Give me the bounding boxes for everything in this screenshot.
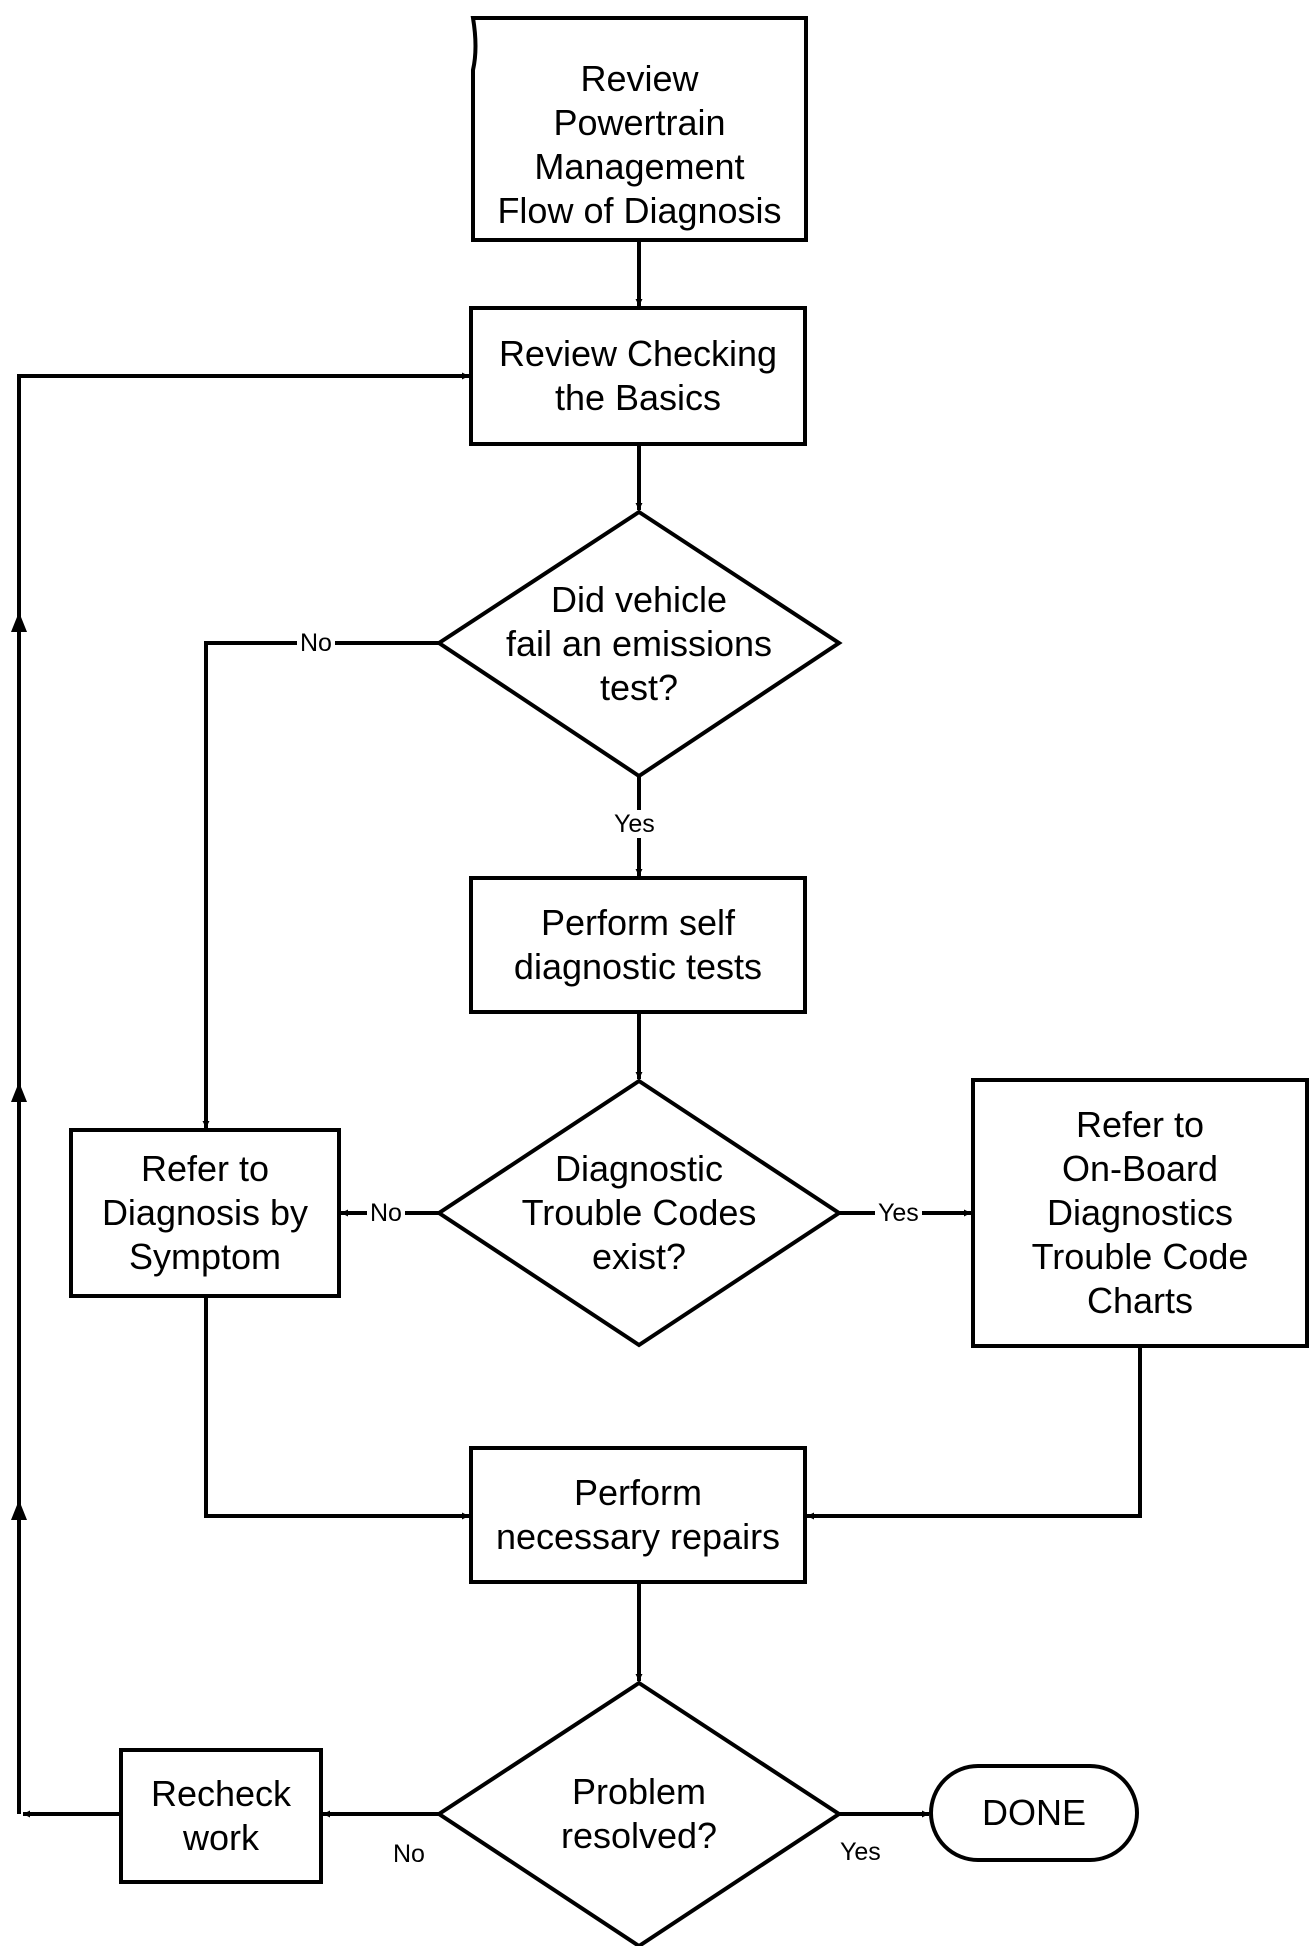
onboard-charts-label: Refer to On-Board Diagnostics Trouble Co…	[1031, 1104, 1249, 1321]
self-diagnostic-shape	[469, 876, 807, 1014]
codes-no-label: No	[367, 1199, 405, 1227]
loop-up-arrowheads	[11, 612, 27, 1520]
codes-yes-label: Yes	[875, 1199, 922, 1227]
done-shape	[929, 1764, 1139, 1862]
resolved-yes-label: Yes	[837, 1838, 884, 1866]
arrow-emissions-no	[202, 641, 439, 1128]
emissions-no-label: No	[297, 629, 335, 657]
problem-resolved-label: Problem resolved?	[560, 1771, 718, 1856]
codes-exist-label: Diagnostic Trouble Codes exist?	[521, 1148, 757, 1277]
done-label: DONE	[981, 1792, 1086, 1833]
review-flow-label: Review Powertrain Management Flow of Dia…	[497, 58, 782, 231]
emissions-test-label: Did vehicle fail an emissions test?	[505, 579, 773, 708]
recheck-shape	[119, 1748, 323, 1884]
self-diagnostic-label: Perform self diagnostic tests	[513, 902, 763, 987]
codes-exist-shape	[435, 1078, 843, 1348]
diagnosis-by-symptom-label: Refer to Diagnosis by Symptom	[101, 1148, 309, 1277]
problem-resolved-shape	[435, 1680, 843, 1946]
repairs-label: Perform necessary repairs	[495, 1472, 781, 1557]
checking-basics-label: Review Checking the Basics	[498, 333, 778, 418]
arrow-charts-to-repairs	[807, 1346, 1142, 1520]
arrow-symptom-to-repairs	[204, 1296, 469, 1520]
resolved-no-label: No	[390, 1840, 428, 1868]
recheck-label: Recheck work	[150, 1773, 292, 1858]
review-flow-shape	[470, 16, 808, 242]
checking-basics-shape	[469, 306, 807, 446]
emissions-yes-label: Yes	[611, 810, 658, 838]
